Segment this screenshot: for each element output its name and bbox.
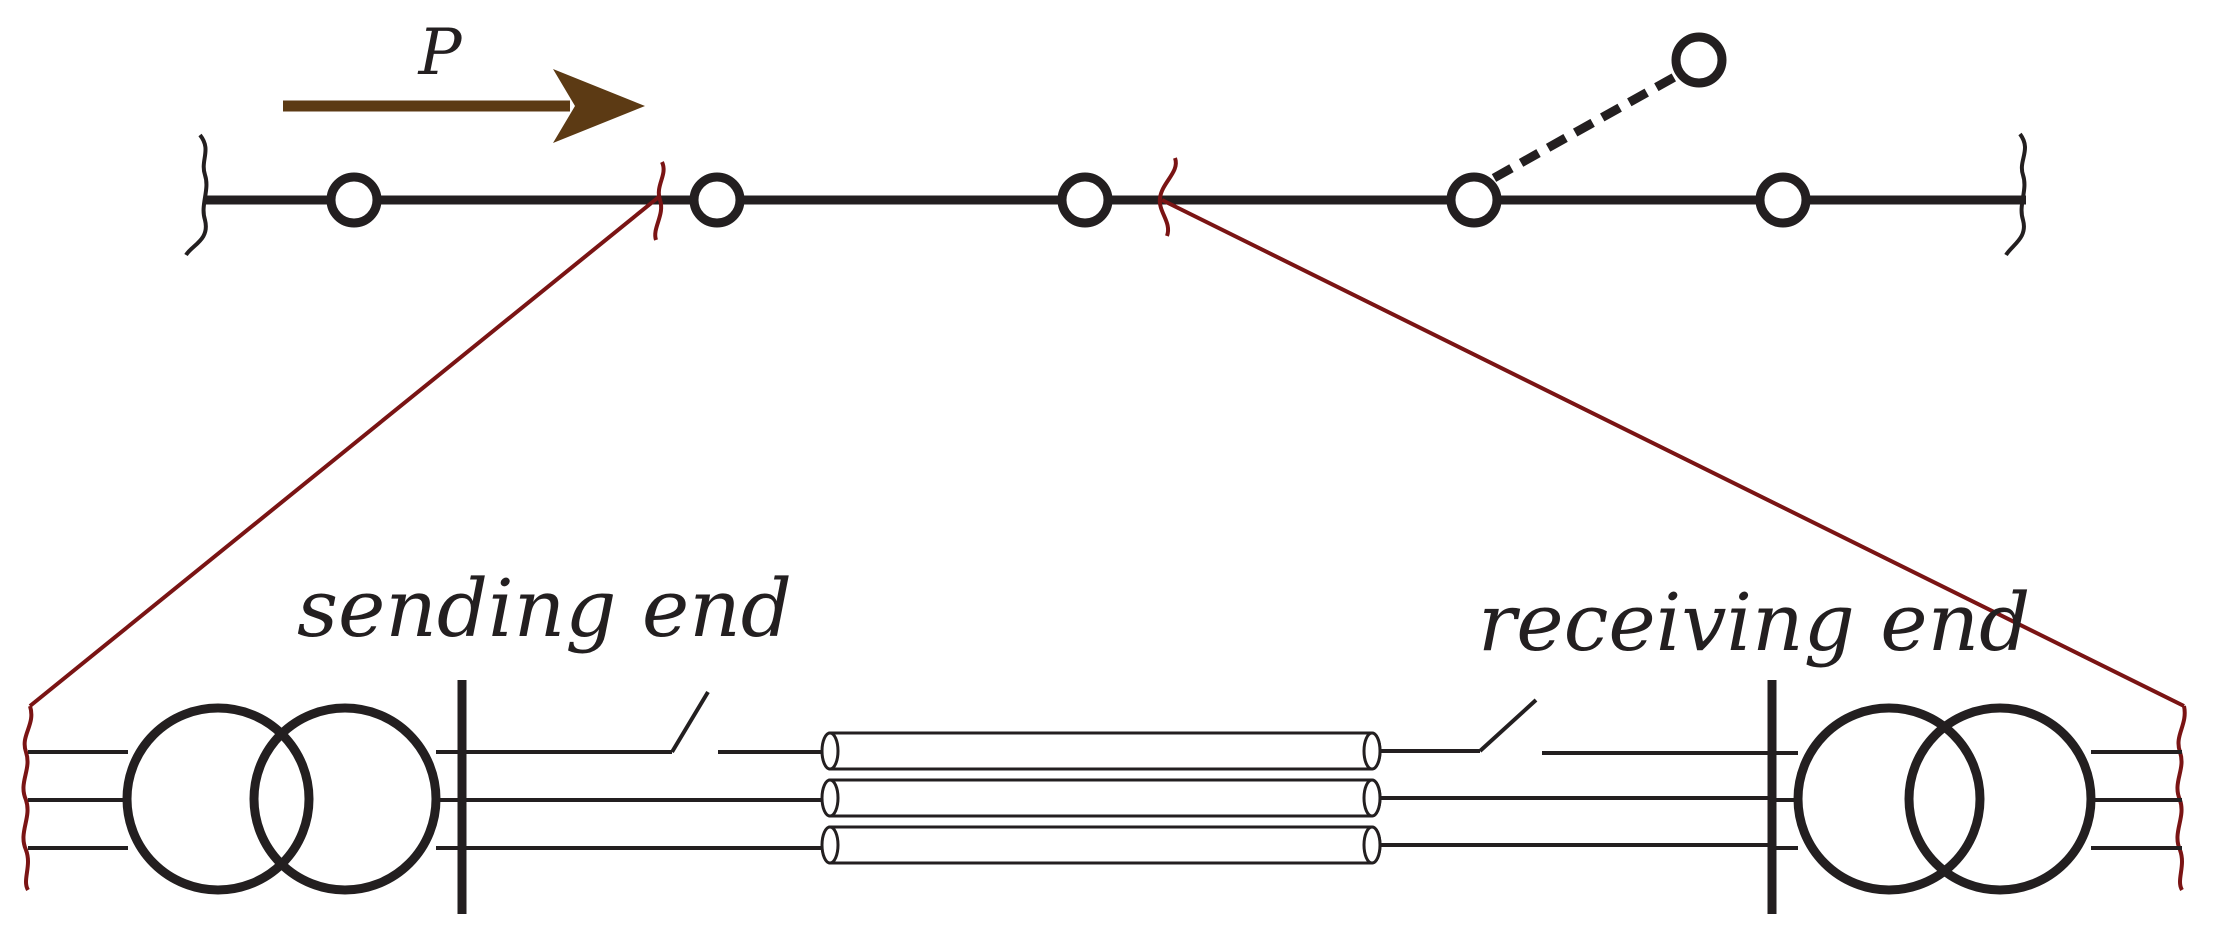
bus-node-3 <box>1057 172 1113 228</box>
dashed-branch-line <box>1491 70 1683 182</box>
bus-nodes <box>326 172 1811 228</box>
cable-core-1 <box>820 731 1382 771</box>
bus-node-4 <box>1446 172 1502 228</box>
bus-node-1 <box>326 172 382 228</box>
right-cut-mark <box>1157 157 1178 237</box>
cable-core-3 <box>820 825 1382 865</box>
three-core-cable-icon <box>820 731 1382 865</box>
bus-node-2 <box>689 172 745 228</box>
cable-core-2 <box>820 778 1382 818</box>
sending-end-label: sending end <box>297 562 792 655</box>
receiving-transformer-outgoing-lines <box>2091 750 2182 850</box>
right-callout-line <box>1161 198 2185 708</box>
receiving-breaker-icon <box>1478 698 1772 755</box>
sending-breaker-icon <box>670 690 822 754</box>
left-cut-mark <box>653 161 666 241</box>
power-flow-label: P <box>417 16 462 90</box>
left-callout-line <box>28 194 662 708</box>
receiving-incoming-lines <box>1380 749 1772 847</box>
receiving-transformer-icon <box>1793 703 2096 895</box>
branch-end-node <box>1671 32 1727 88</box>
left-bottom-break-mark <box>21 705 34 892</box>
power-flow-arrow <box>283 69 645 143</box>
sending-bus-outgoing-lines <box>462 750 822 850</box>
bus-node-5 <box>1755 172 1811 228</box>
sending-transformer-icon <box>122 703 441 895</box>
right-line-break-mark <box>2004 132 2027 257</box>
left-phase-lines <box>28 750 128 850</box>
receiving-end-label: receiving end <box>1478 576 2030 669</box>
left-line-break-mark <box>184 133 209 257</box>
